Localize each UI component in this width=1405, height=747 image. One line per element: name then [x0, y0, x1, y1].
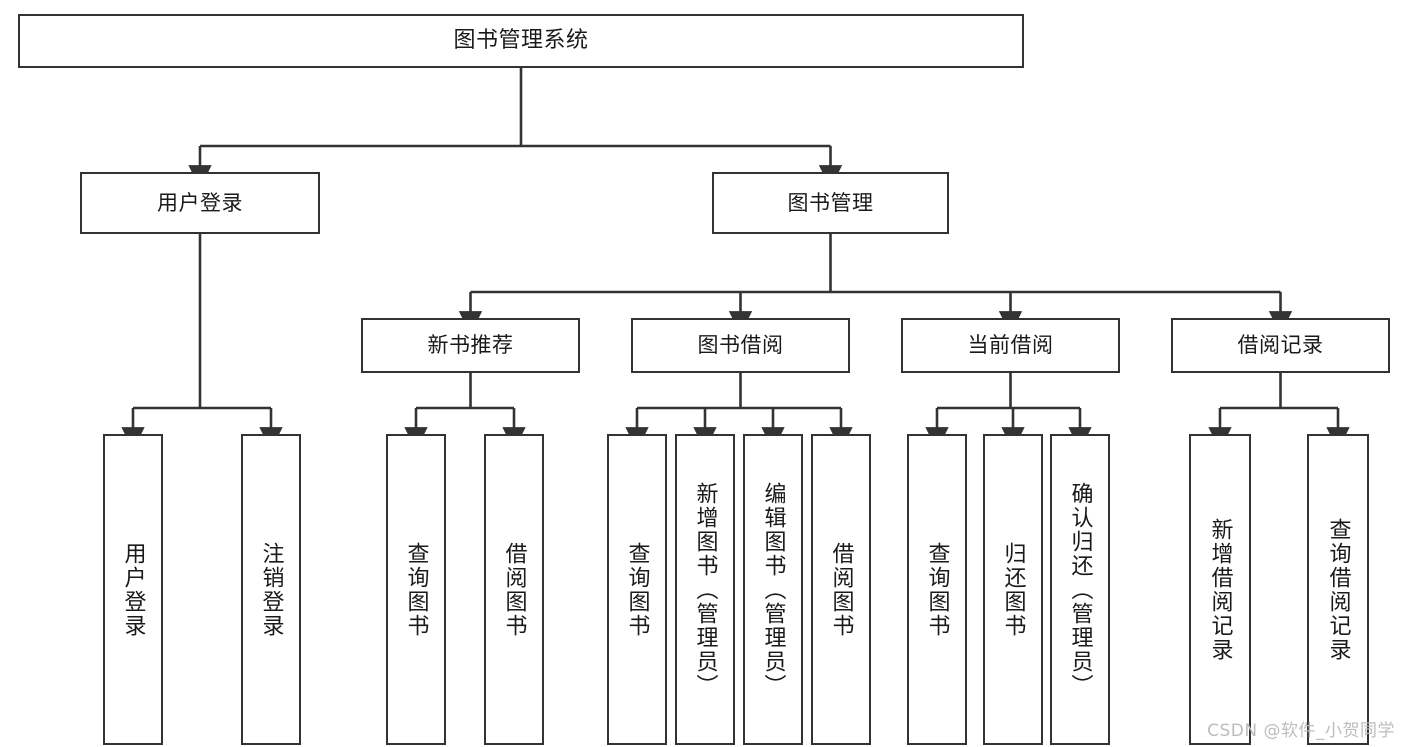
node-label: 当前借阅 [967, 333, 1054, 358]
node-l-return[interactable]: 归还图书 [983, 434, 1043, 745]
node-records[interactable]: 借阅记录 [1171, 318, 1390, 373]
node-label: 查询图书 [924, 541, 950, 638]
node-label: 用户登录 [157, 190, 243, 215]
node-l-edit[interactable]: 编辑图书（管理员） [743, 434, 803, 745]
node-label: 归还图书 [1000, 541, 1026, 638]
node-newbook[interactable]: 新书推荐 [361, 318, 580, 373]
node-borrow[interactable]: 图书借阅 [631, 318, 850, 373]
node-bookmgmt[interactable]: 图书管理 [712, 172, 949, 234]
node-l-addrec[interactable]: 新增借阅记录 [1189, 434, 1251, 745]
node-label: 查询图书 [403, 541, 429, 638]
node-l-logout[interactable]: 注销登录 [241, 434, 301, 745]
node-label: 查询图书 [624, 541, 650, 638]
node-label: 新增借阅记录 [1207, 517, 1233, 662]
node-label: 图书管理 [787, 190, 874, 215]
node-label: 借阅图书 [828, 541, 854, 638]
node-label: 图书借阅 [697, 333, 784, 358]
node-root[interactable]: 图书管理系统 [18, 14, 1024, 68]
node-l-query2[interactable]: 查询图书 [607, 434, 667, 745]
node-label: 图书管理系统 [453, 28, 589, 54]
node-l-queryrec[interactable]: 查询借阅记录 [1307, 434, 1369, 745]
node-label: 用户登录 [120, 541, 146, 638]
node-current[interactable]: 当前借阅 [901, 318, 1120, 373]
node-label: 借阅记录 [1237, 333, 1324, 358]
node-label: 借阅图书 [501, 541, 527, 638]
node-label: 新增图书（管理员） [692, 481, 718, 698]
node-l-query1[interactable]: 查询图书 [386, 434, 446, 745]
watermark: CSDN @软件_小贺同学 [1207, 721, 1395, 741]
node-l-add[interactable]: 新增图书（管理员） [675, 434, 735, 745]
node-label: 查询借阅记录 [1325, 517, 1351, 662]
node-label: 确认归还（管理员） [1067, 481, 1093, 698]
node-label: 新书推荐 [427, 333, 514, 358]
node-l-login[interactable]: 用户登录 [103, 434, 163, 745]
node-l-confirm[interactable]: 确认归还（管理员） [1050, 434, 1110, 745]
node-login[interactable]: 用户登录 [80, 172, 320, 234]
node-label: 编辑图书（管理员） [760, 481, 786, 698]
node-l-query3[interactable]: 查询图书 [907, 434, 967, 745]
node-label: 注销登录 [258, 541, 284, 638]
node-l-borrow2[interactable]: 借阅图书 [811, 434, 871, 745]
node-l-borrow1[interactable]: 借阅图书 [484, 434, 544, 745]
